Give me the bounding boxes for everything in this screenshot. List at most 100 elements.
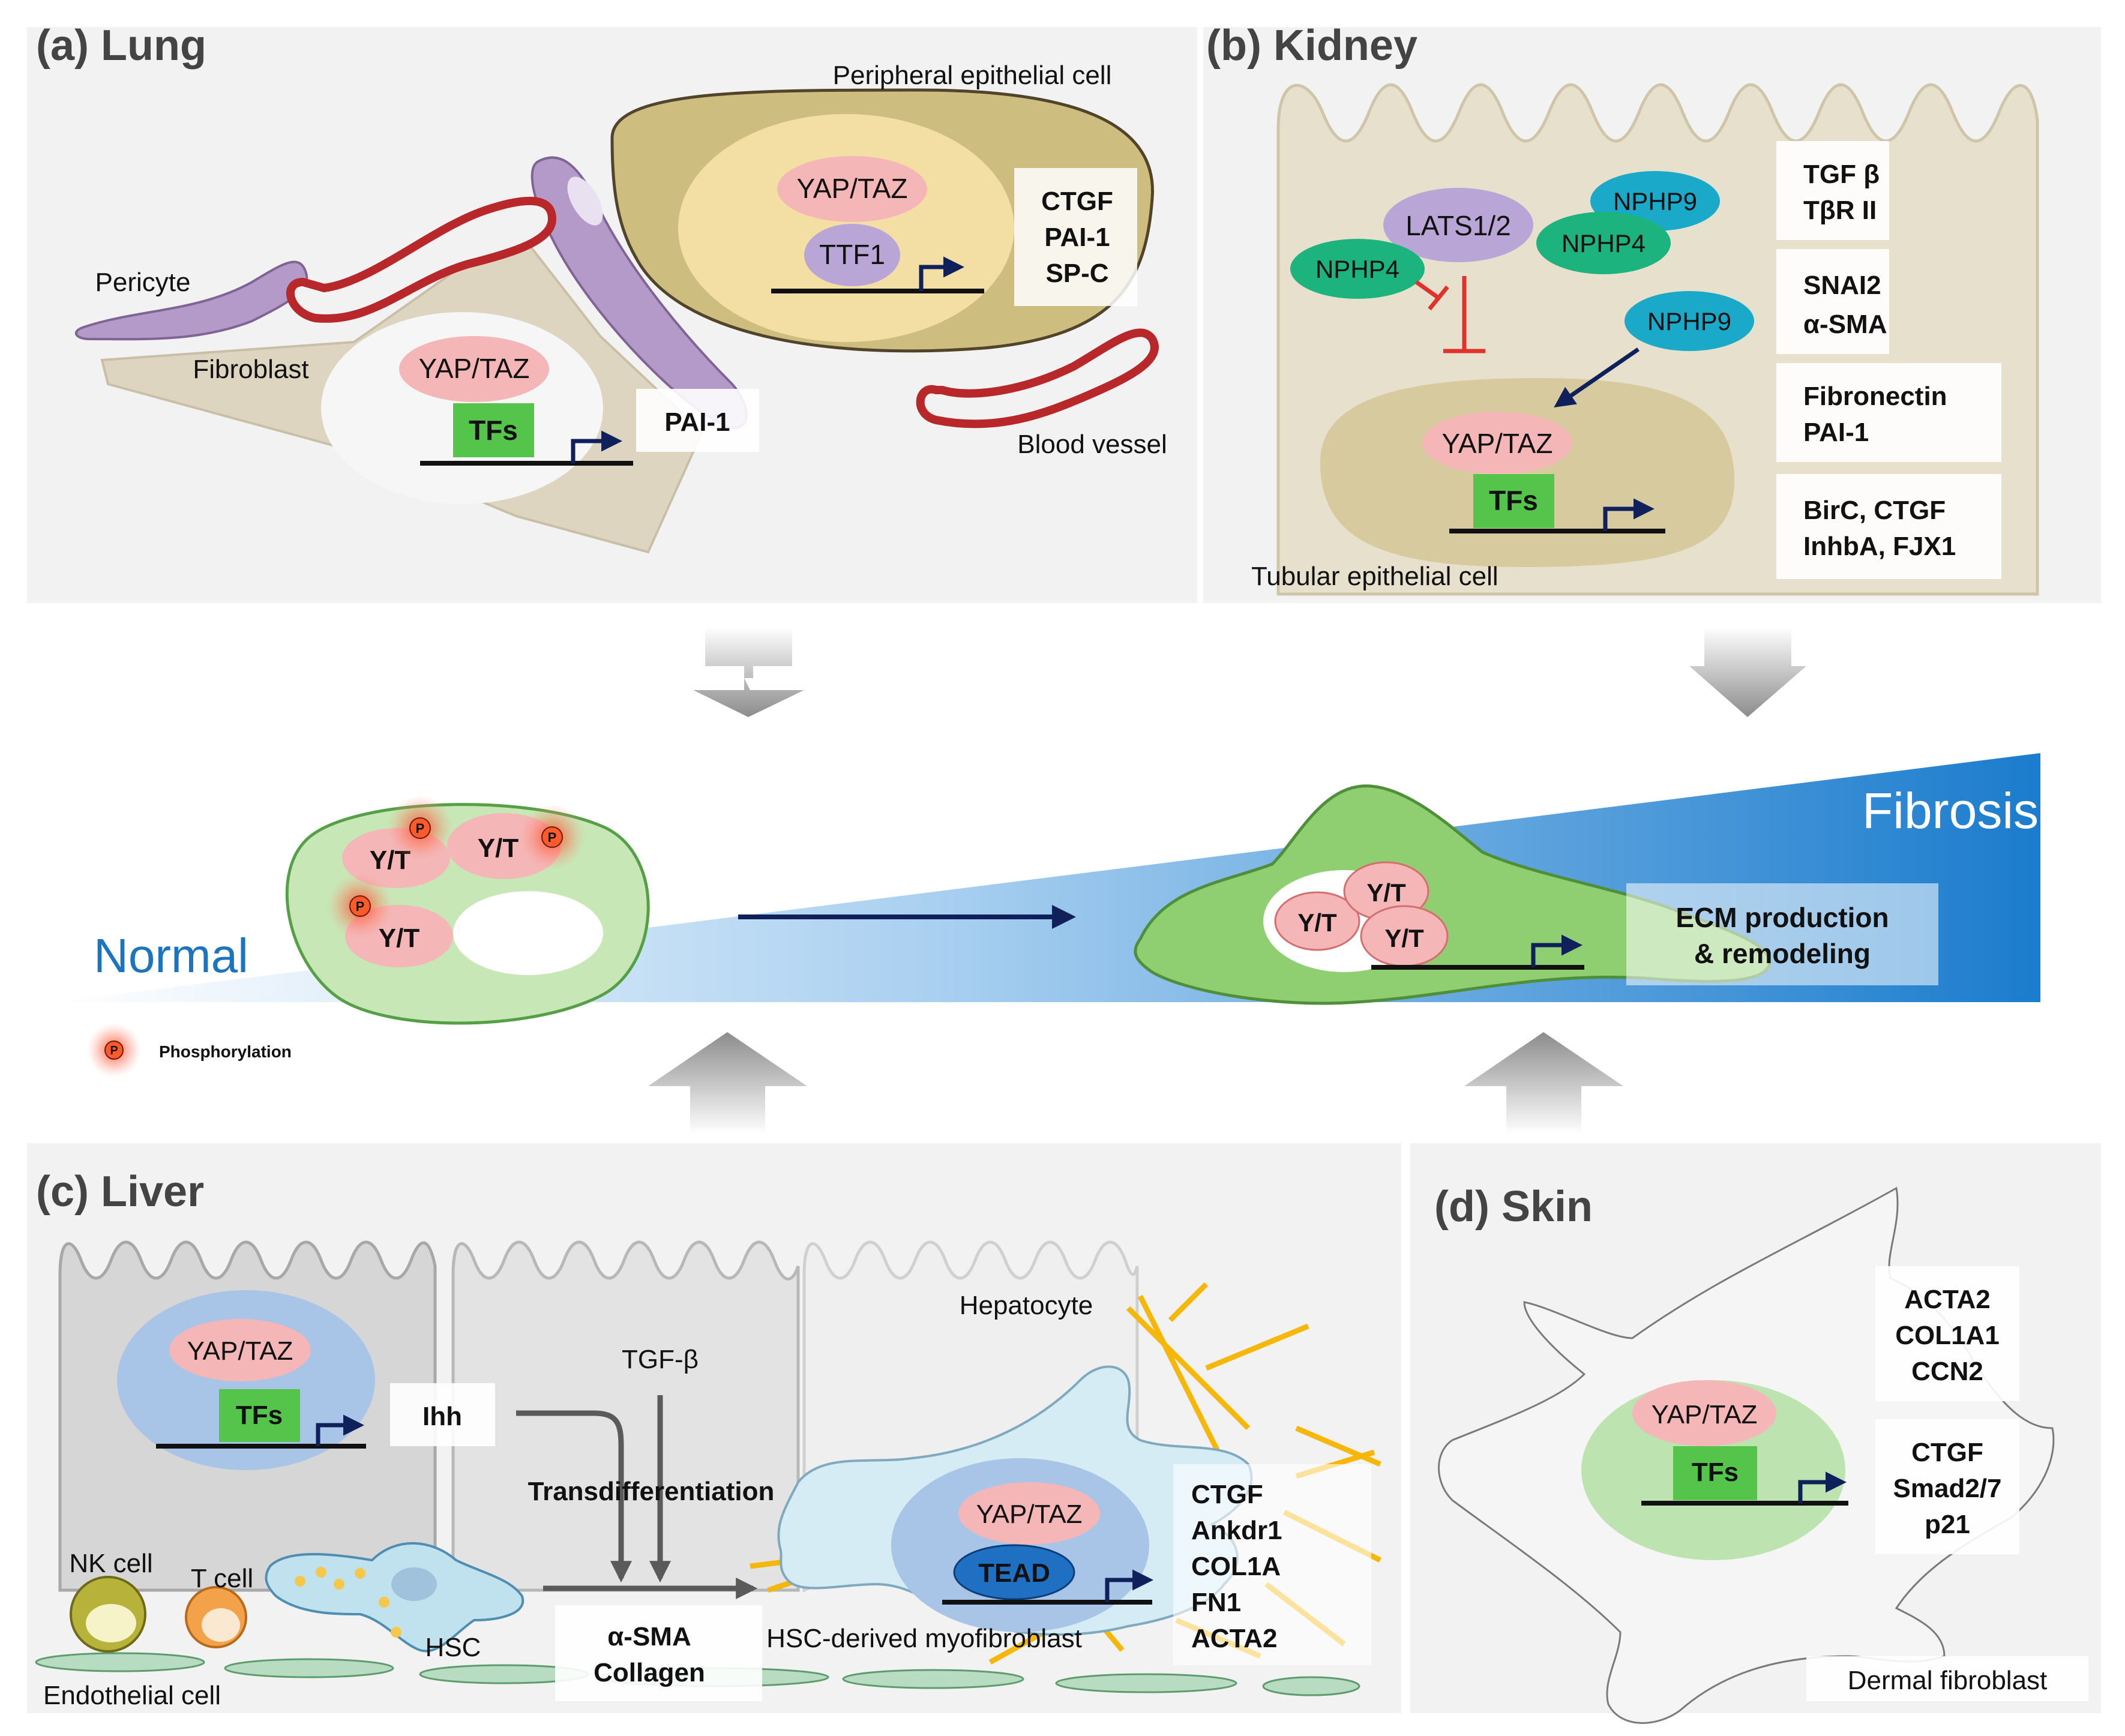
products-box [555,1605,762,1701]
phospho-dot-2 [541,826,563,848]
activated-yt-1 [1274,891,1360,951]
peripheral-epithelial-label: Peripheral epithelial cell [833,61,1112,90]
nk-cell-label: NK cell [69,1549,152,1578]
kidney-target-2a: SNAI2 [1803,271,1881,300]
epi-targets-box [1014,168,1137,306]
hepatocyte-label: Hepatocyte [960,1291,1093,1320]
skin-yap-label: YAP/TAZ [1652,1400,1758,1429]
liver-promoter-arrow [316,1414,364,1446]
kidney-yap-label: YAP/TAZ [1442,428,1553,459]
kidney-tfs-label: TFs [1489,485,1538,516]
phospho-p-2: P [548,830,557,845]
liver-yap-label: YAP/TAZ [187,1336,293,1366]
myo-promoter-arrow [1105,1569,1153,1602]
phospho-p-1: P [416,821,425,836]
pericyte-nucleus [567,176,603,226]
myo-label: HSC-derived myofibroblast [766,1624,1082,1653]
transdiff-label: Transdifferentiation [528,1477,775,1506]
fib-tfs-box [453,403,534,457]
blood-vessel-label: Blood vessel [1017,430,1167,459]
phospho-dot-1 [409,817,431,839]
tgfb-label: TGF-β [622,1345,699,1374]
myo-target-4: FN1 [1191,1588,1241,1617]
ihh-label: Ihh [422,1402,462,1431]
tead-factor [953,1544,1075,1600]
kidney-target-box-2 [1776,249,1889,354]
fib-target-box [636,389,759,452]
lung-panel: YAP/TAZ TTF1 CTGF PAI-1 SP-C YAP/TAZ TFs… [74,61,1167,554]
lats-label: LATS1/2 [1405,210,1511,241]
epi-target-3: SP-C [1045,259,1108,288]
fib-tfs-label: TFs [469,415,518,446]
tead-label: TEAD [978,1558,1050,1588]
myo-target-2: Ankdr1 [1191,1516,1282,1545]
fib-target: PAI-1 [664,407,730,437]
phospho-p-3: P [356,899,365,914]
endothelial-1 [35,1652,205,1672]
epi-target-2: PAI-1 [1044,223,1110,252]
normal-cell-vacuole [453,891,603,975]
hsc-lipid-5 [379,1597,389,1608]
legend-phospho-p: P [110,1044,118,1057]
myo-target-1: CTGF [1191,1480,1263,1509]
hsc-label: HSC [425,1633,481,1662]
nphp9-activation-arrow [1554,347,1640,407]
epi-yap-taz [777,156,927,222]
kidney-panel: LATS1/2 NPHP4 NPHP9 NPHP4 NPHP9 YAP/TAZ … [1251,83,2039,596]
liver-yap-taz [169,1319,311,1381]
dermal-fibroblast-label: Dermal fibroblast [1848,1666,2048,1695]
normal-yt-2-label: Y/T [478,833,519,863]
up-arrow-skin [1464,1032,1623,1134]
hepatocyte-2 [451,1240,800,1592]
nphp4-left [1290,239,1425,299]
lung-title: (a) Lung [36,22,206,70]
t-cell-nucleus [202,1608,240,1642]
activated-yt-1-label: Y/T [1297,909,1337,937]
fib-yap-label: YAP/TAZ [419,353,530,384]
hsc-nucleus [391,1567,437,1601]
hsc-lipid-4 [355,1568,365,1579]
kidney-yap-taz [1422,412,1572,474]
skin-title: (d) Skin [1434,1183,1593,1231]
kidney-target-box-3 [1776,363,2001,462]
skin-target-1b: COL1A1 [1895,1321,2000,1350]
legend-phospho-dot [104,1041,124,1060]
skin-panel: YAP/TAZ TFs ACTA2 COL1A1 CCN2 CTGF Smad2… [1438,1186,2088,1724]
skin-tfs-label: TFs [1692,1458,1739,1487]
lats-factor [1383,188,1533,262]
skin-targets-box-2 [1875,1419,2019,1554]
fibrosis-progression: Normal Fibrosis Y/T Y/T Y/T P P P P Phos… [54,753,2040,1077]
skin-target-1c: CCN2 [1911,1357,1983,1386]
down-arrow-lung [693,627,804,717]
epi-target-1: CTGF [1041,187,1113,216]
liver-tfs-box [219,1389,300,1442]
activated-yt-2-label: Y/T [1366,879,1406,907]
hsc-cell [265,1542,524,1653]
nphp4-inhibition-line [1414,280,1441,300]
kidney-target-2b: α-SMA [1803,310,1887,339]
skin-target-2a: CTGF [1911,1438,1983,1467]
skin-promoter-arrow [1798,1471,1847,1503]
hsc-lipid-3 [334,1579,344,1590]
kidney-promoter-arrow [1603,498,1655,531]
hsc-lipid-2 [316,1567,326,1578]
normal-yt-3-label: Y/T [379,924,420,953]
t-cell-label: T cell [191,1564,253,1593]
epi-promoter-arrow [919,256,964,291]
endothelial-7 [1262,1676,1360,1696]
down-arrow-kidney [1689,627,1806,717]
ttf1-label: TTF1 [819,239,885,270]
tubular-cell-label: Tubular epithelial cell [1251,562,1498,591]
fib-yap-taz [399,336,549,402]
hsc-lipid-1 [295,1576,305,1587]
blood-vessel-lower [916,328,1159,428]
skin-target-2c: p21 [1925,1510,1970,1539]
endothelial-label: Endothelial cell [43,1681,221,1710]
nphp9-top-label: NPHP9 [1613,187,1697,215]
myo-target-3: COL1A [1191,1552,1281,1581]
kidney-nucleus [1320,378,1734,567]
nphp9-mid [1625,291,1754,351]
kidney-target-3b: PAI-1 [1803,418,1869,447]
